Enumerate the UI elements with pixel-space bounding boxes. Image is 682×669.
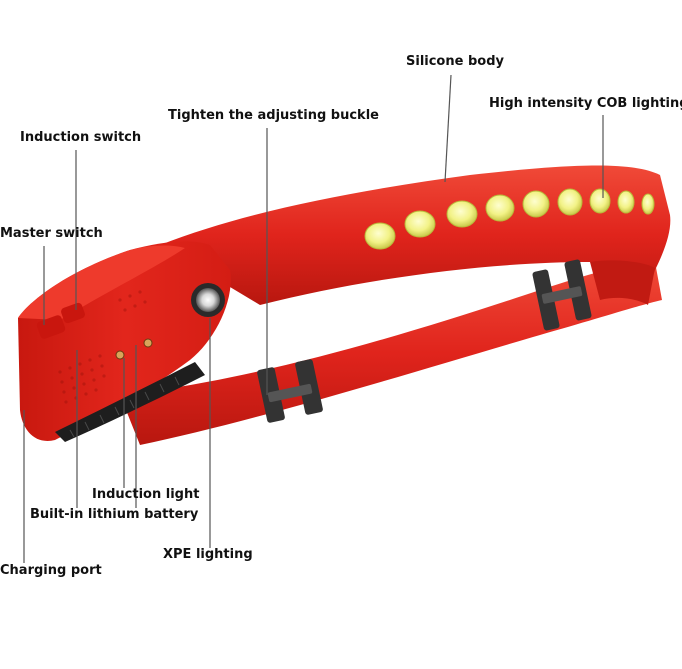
cob-led bbox=[404, 210, 436, 238]
label-adjusting-buckle: Tighten the adjusting buckle bbox=[168, 108, 379, 123]
label-battery: Built-in lithium battery bbox=[30, 507, 199, 522]
grip-texture bbox=[58, 290, 147, 404]
cob-led bbox=[522, 190, 550, 218]
bottom-grille bbox=[55, 362, 205, 442]
band-right-side bbox=[590, 260, 655, 305]
label-master-switch: Master switch bbox=[0, 226, 103, 241]
buckle-right bbox=[532, 259, 592, 331]
label-silicone-body: Silicone body bbox=[406, 54, 504, 69]
cob-led bbox=[617, 190, 635, 214]
label-charging-port: Charging port bbox=[0, 563, 102, 578]
cob-led bbox=[557, 188, 583, 216]
label-induction-light: Induction light bbox=[92, 487, 200, 502]
cob-led bbox=[641, 193, 655, 215]
buckle-left bbox=[257, 359, 323, 423]
induction-switch-button bbox=[61, 302, 85, 324]
leader-lines bbox=[23, 74, 604, 563]
charging-port-dot bbox=[143, 338, 153, 348]
cob-led-strip bbox=[364, 188, 655, 250]
label-xpe-lighting: XPE lighting bbox=[163, 547, 253, 562]
housing-top-face bbox=[18, 245, 185, 320]
grille-lines bbox=[69, 376, 180, 438]
induction-light-dot bbox=[115, 350, 125, 360]
xpe-lamp-lens bbox=[196, 288, 220, 312]
cob-led bbox=[589, 188, 611, 214]
label-induction-switch: Induction switch bbox=[20, 130, 142, 145]
cob-led bbox=[485, 194, 515, 222]
leader-silicone-body bbox=[444, 74, 452, 183]
label-cob-lighting: High intensity COB lighting bbox=[489, 96, 682, 111]
cob-led bbox=[446, 200, 478, 228]
rear-strap bbox=[120, 261, 662, 445]
cob-led bbox=[364, 222, 396, 250]
